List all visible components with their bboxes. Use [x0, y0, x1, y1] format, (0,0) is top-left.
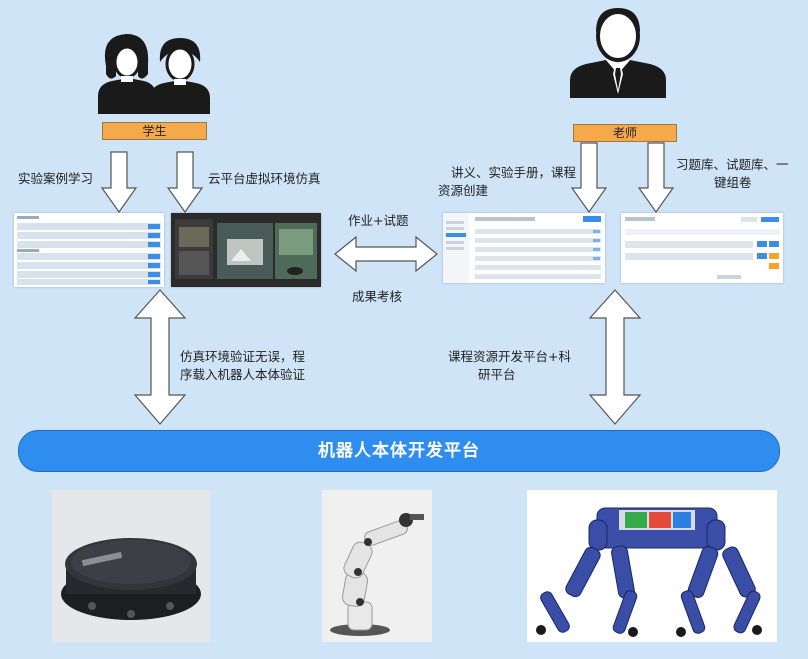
course-resource-screenshot [443, 213, 605, 283]
student-cloud-sim-text: 云平台虚拟环境仿真 [208, 171, 321, 186]
robot-arm-photo [322, 490, 432, 642]
arrow-course-platform [588, 289, 642, 425]
arrow-cloud-sim [166, 151, 204, 214]
student-label: 学生 [102, 122, 207, 140]
robot-dev-platform-bar: 机器人本体开发平台 [18, 430, 780, 472]
arrow-question-bank [637, 142, 675, 214]
student-case-study-text: 实验案例学习 [18, 171, 94, 186]
question-bank-line-1: 习题库、试题库、一 [676, 157, 789, 172]
sim-verify-text: 仿真环境验证无误，程 序载入机器人本体验证 [180, 348, 340, 384]
course-platform-line-1: 课程资源开发平台+科 [448, 349, 571, 364]
arrow-case-study [100, 151, 138, 214]
teacher-create-line-2: 资源创建 [438, 183, 489, 198]
question-bank-screenshot [621, 213, 783, 283]
teacher-question-bank-text: 习题库、试题库、一 键组卷 [676, 156, 806, 192]
arrow-course-create [570, 142, 608, 214]
course-platform-text: 课程资源开发平台+科 研平台 [448, 348, 598, 384]
arrow-sim-verify [133, 289, 187, 425]
cloud-sim-screenshot [171, 213, 321, 287]
teacher-label: 老师 [573, 124, 677, 142]
teacher-create-text: 讲义、实验手册，课程 资源创建 [428, 164, 576, 200]
homework-exam-text: 作业+试题 [348, 213, 409, 228]
two-students-icon [98, 34, 210, 114]
arrow-homework-assessment [334, 235, 438, 273]
quadruped-robot-photo [527, 490, 777, 642]
teacher-create-line-1: 讲义、实验手册，课程 [450, 165, 576, 180]
result-assessment-text: 成果考核 [352, 289, 403, 304]
mobile-base-robot-photo [52, 490, 210, 642]
question-bank-line-2: 键组卷 [714, 175, 752, 190]
sim-verify-line-1: 仿真环境验证无误，程 [180, 349, 306, 364]
course-platform-line-2: 研平台 [478, 367, 516, 382]
teacher-icon [570, 8, 666, 98]
sim-verify-line-2: 序载入机器人本体验证 [180, 367, 306, 382]
case-list-screenshot [14, 213, 164, 287]
